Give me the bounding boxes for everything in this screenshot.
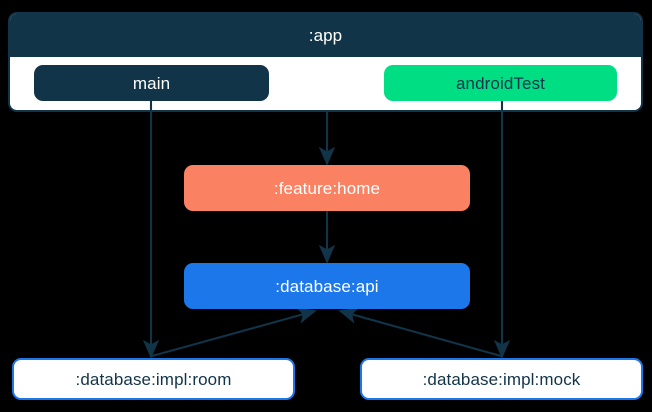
node-feature-home[interactable]: :feature:home xyxy=(184,165,470,211)
source-set-android-test[interactable]: androidTest xyxy=(384,65,617,101)
source-set-main[interactable]: main xyxy=(34,65,269,101)
node-database-impl-room[interactable]: :database:impl:room xyxy=(12,358,295,400)
node-database-api[interactable]: :database:api xyxy=(184,263,470,309)
edge-impl-mock-to-database-api xyxy=(338,307,502,358)
app-module-title: :app xyxy=(10,14,641,57)
edge-impl-room-to-database-api xyxy=(151,307,317,358)
node-database-impl-mock[interactable]: :database:impl:mock xyxy=(360,358,643,400)
